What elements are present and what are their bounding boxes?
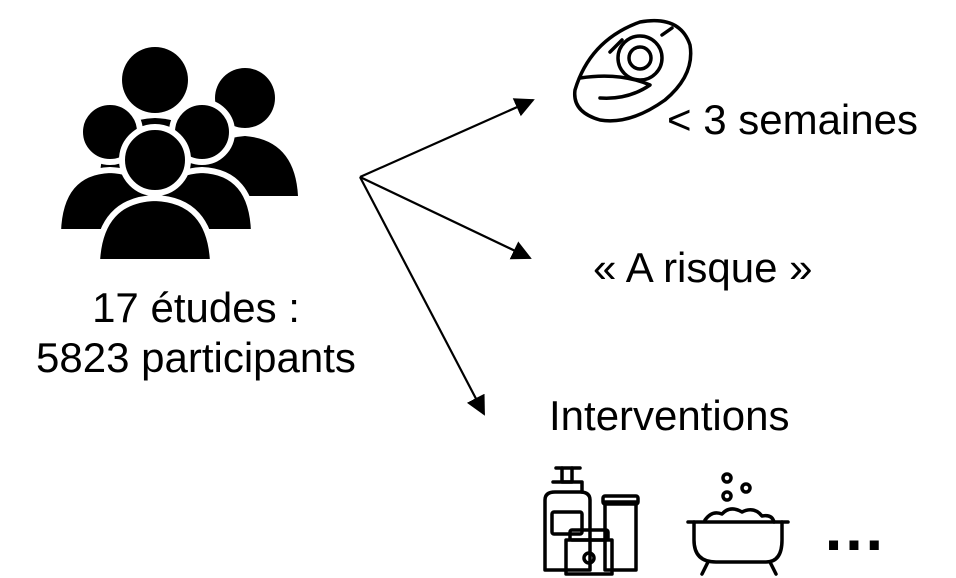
arrow-to-interventions xyxy=(359,176,485,416)
branch-age-label: < 3 semaines xyxy=(667,96,918,143)
arrow-to-risk xyxy=(359,176,532,260)
participants-count: 5823 participants xyxy=(36,334,356,381)
ellipsis: … xyxy=(822,492,886,564)
participants-study-count: 17 études : xyxy=(92,284,300,331)
branch-interventions-label: Interventions xyxy=(549,392,790,439)
branch-risk-label: « A risque » xyxy=(593,244,813,291)
participants-label: 17 études : 5823 participants xyxy=(0,284,392,382)
arrow-to-age xyxy=(359,98,535,179)
